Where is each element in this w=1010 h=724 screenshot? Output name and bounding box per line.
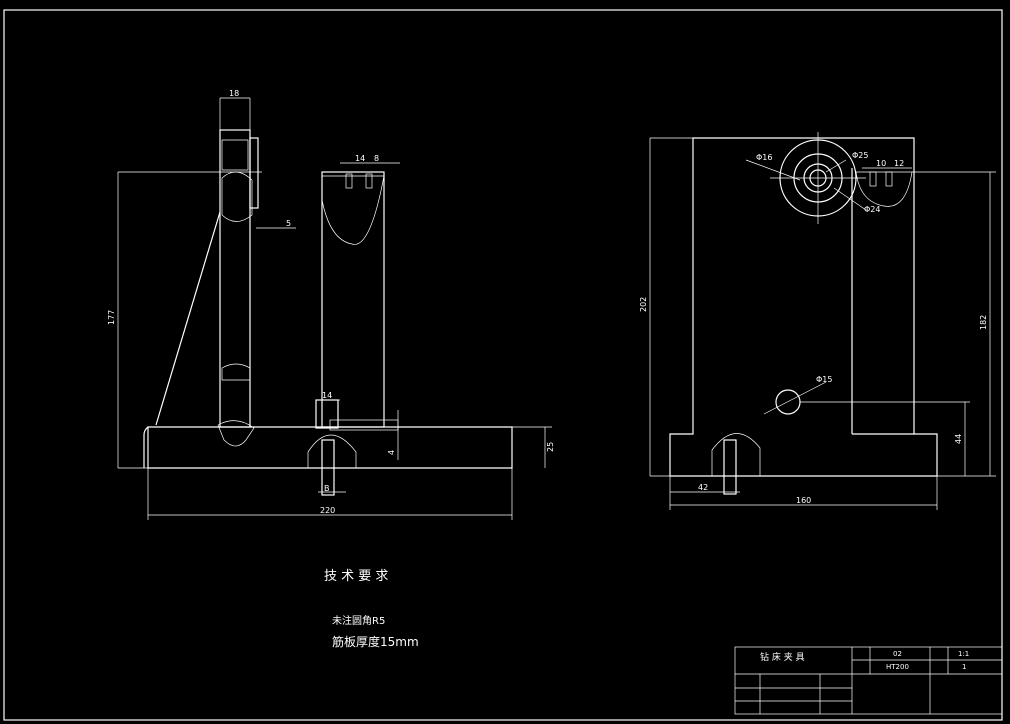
title-block-c2: HT200 [886,663,909,671]
title-block [734,646,1003,715]
side-view [649,132,996,510]
dim-phi24: Φ24 [864,205,880,214]
dim-10: 10 [876,159,886,168]
dim-25: 25 [546,442,555,452]
title-block-c3: 1:1 [958,650,969,658]
dim-14-top: 14 [355,154,365,163]
drawing-border [3,9,1003,721]
dim-220: 220 [320,506,335,515]
title-block-c1: 02 [893,650,902,658]
dim-B: B [324,484,330,493]
dim-202: 202 [639,297,648,312]
dim-177: 177 [107,310,116,325]
base-plate [147,426,513,469]
notes-title: 技 术 要 求 [324,569,388,584]
dim-12: 12 [894,159,904,168]
notes-line1: 未注圆角R5 [332,614,385,627]
dim-18: 18 [229,89,239,98]
dim-182: 182 [979,315,988,330]
dim-8: 8 [374,154,379,163]
notes-line2: 筋板厚度15mm [332,634,419,649]
title-block-name: 钻 床 夹 具 [760,651,805,663]
side-body [669,137,938,477]
dim-160: 160 [796,496,811,505]
dim-phi16: Φ16 [756,153,772,162]
dim-44: 44 [954,434,963,444]
right-block [321,171,385,428]
dim-14-bottom: 14 [322,391,332,400]
dim-phi15: Φ15 [816,375,832,384]
dim-42: 42 [698,483,708,492]
dim-phi25: Φ25 [852,151,868,160]
front-view [117,97,552,520]
dim-4: 4 [387,450,396,455]
column [219,129,251,428]
dim-5: 5 [286,219,291,228]
title-block-c4: 1 [962,663,966,671]
